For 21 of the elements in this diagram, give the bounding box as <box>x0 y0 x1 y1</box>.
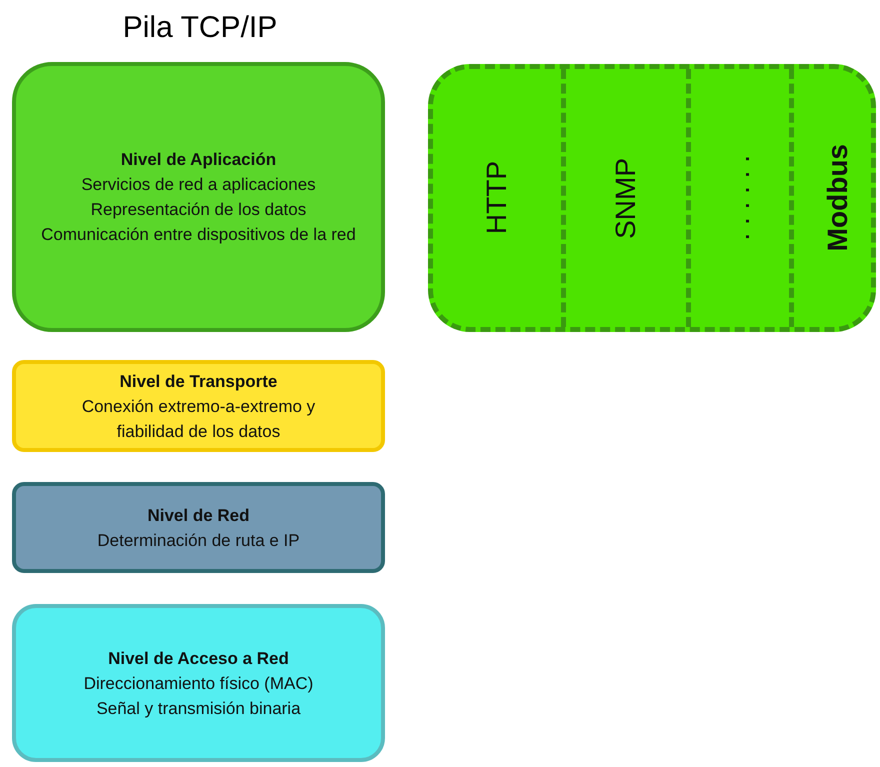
layer-box <box>12 360 385 452</box>
layer-description: Representación de los datos <box>90 199 306 221</box>
layer-box <box>12 62 385 332</box>
layer-box <box>12 482 385 573</box>
protocol-label: HTTP <box>481 161 513 235</box>
layer-title: Nivel de Red <box>147 504 250 526</box>
layer-description: Conexión extremo-a-extremo y fiabilidad de los datos <box>80 396 316 442</box>
protocol-label: . . . . . . <box>724 155 756 241</box>
protocol-label: Modbus <box>822 144 854 252</box>
layer-description: Direccionamiento físico (MAC) <box>84 672 314 694</box>
protocol-panel <box>428 64 876 332</box>
layer-title: Nivel de Transporte <box>120 370 278 392</box>
layer-title: Nivel de Aplicación <box>120 149 276 171</box>
protocol-label: SNMP <box>610 158 642 238</box>
layer-description: Servicios de red a aplicaciones <box>81 174 316 196</box>
layer-description: Determinación de ruta e IP <box>97 530 300 552</box>
layer-description: Comunicación entre dispositivos de la red <box>41 224 356 246</box>
layer-description: Señal y transmisión binaria <box>96 698 301 720</box>
layer-box <box>12 604 385 762</box>
layer-title: Nivel de Acceso a Red <box>108 648 289 670</box>
diagram-title: Pila TCP/IP <box>122 10 278 46</box>
